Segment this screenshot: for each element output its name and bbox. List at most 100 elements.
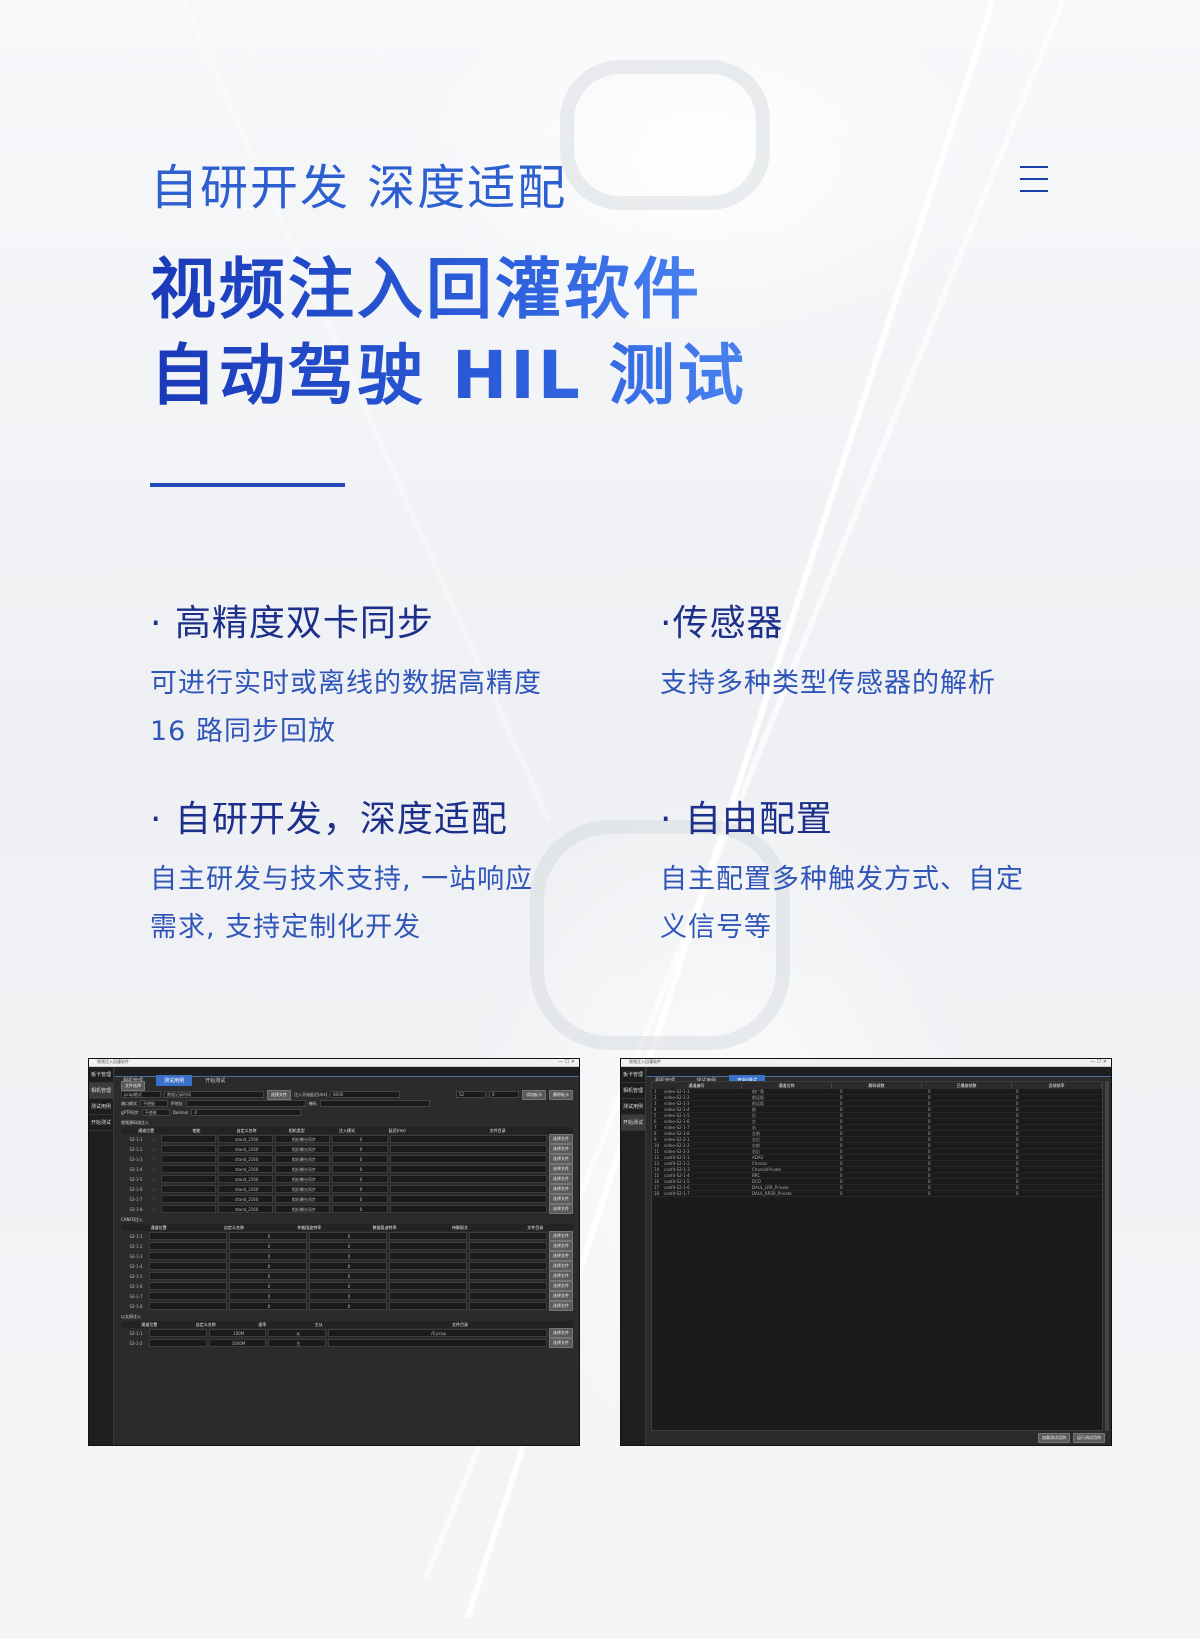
delay-input[interactable]: 0 bbox=[332, 1195, 388, 1203]
file-select-button[interactable]: 文件选择 bbox=[121, 1080, 145, 1091]
ip-input[interactable] bbox=[185, 1100, 306, 1107]
port-mode-select[interactable]: 不使能 bbox=[140, 1100, 168, 1107]
select-file-button[interactable]: 选择文件 bbox=[549, 1338, 574, 1348]
rate-select[interactable]: 1000M bbox=[208, 1339, 267, 1347]
pending-message-field[interactable] bbox=[389, 1262, 467, 1270]
data-baud-input[interactable]: 0 bbox=[309, 1272, 387, 1280]
pending-message-field[interactable] bbox=[389, 1292, 467, 1300]
data-baud-input[interactable]: 0 bbox=[309, 1302, 387, 1310]
file-path-field[interactable] bbox=[389, 1155, 547, 1163]
select-file-button[interactable]: 选择文件 bbox=[549, 1291, 573, 1301]
custom-name-input[interactable] bbox=[149, 1302, 227, 1310]
select-file-button[interactable]: 选择文件 bbox=[548, 1164, 573, 1174]
file-path-field[interactable] bbox=[389, 1175, 547, 1183]
select-file-button[interactable]: 选择文件 bbox=[548, 1154, 573, 1164]
file-path-field[interactable] bbox=[389, 1135, 547, 1143]
camera-type-select[interactable]: stand_2160 bbox=[218, 1155, 274, 1163]
window-controls[interactable]: — ☐ ✕ bbox=[1090, 1059, 1107, 1065]
data-baud-input[interactable]: 0 bbox=[309, 1282, 387, 1290]
custom-name-input[interactable] bbox=[149, 1292, 227, 1300]
custom-name-input[interactable] bbox=[149, 1329, 207, 1337]
select-file-button[interactable]: 选择文件 bbox=[548, 1184, 573, 1194]
file-path-field[interactable] bbox=[389, 1165, 547, 1173]
pending-message-field[interactable] bbox=[389, 1282, 467, 1290]
delay-input[interactable]: 0 bbox=[332, 1165, 388, 1173]
file-path-field[interactable] bbox=[469, 1262, 547, 1270]
file-path-field[interactable] bbox=[389, 1195, 547, 1203]
pending-message-field[interactable] bbox=[389, 1302, 467, 1310]
arbitration-baud-input[interactable]: 0 bbox=[229, 1252, 307, 1260]
camera-type-select[interactable]: stand_2160 bbox=[218, 1165, 274, 1173]
sidebar-item-testcase[interactable]: 测试用例 bbox=[89, 1099, 113, 1115]
file-path-field[interactable] bbox=[469, 1292, 547, 1300]
arbitration-baud-input[interactable]: 0 bbox=[229, 1302, 307, 1310]
custom-name-input[interactable] bbox=[161, 1175, 217, 1183]
sidebar-item-testcase[interactable]: 测试用例 bbox=[621, 1099, 645, 1115]
custom-name-input[interactable] bbox=[149, 1242, 227, 1250]
custom-name-input[interactable] bbox=[161, 1145, 217, 1153]
window-controls[interactable]: — ☐ ✕ bbox=[558, 1059, 575, 1065]
inject-mode-select[interactable]: 相机曝光同步 bbox=[275, 1185, 331, 1193]
select-file-button[interactable]: 选择文件 bbox=[548, 1134, 573, 1144]
load-testcase-button[interactable]: 加载测试用例 bbox=[1038, 1433, 1070, 1443]
custom-name-input[interactable] bbox=[149, 1262, 227, 1270]
sidebar-item-board[interactable]: 板卡管理 bbox=[621, 1067, 645, 1083]
pending-message-field[interactable] bbox=[389, 1232, 467, 1240]
sidebar-item-camera[interactable]: 相机管理 bbox=[89, 1083, 113, 1099]
menu-icon[interactable] bbox=[1020, 166, 1048, 192]
role-select[interactable]: 主 bbox=[268, 1339, 327, 1347]
arbitration-baud-input[interactable]: 0 bbox=[229, 1232, 307, 1240]
camera-type-select[interactable]: stand_2160 bbox=[218, 1145, 274, 1153]
custom-name-input[interactable] bbox=[161, 1155, 217, 1163]
data-baud-input[interactable]: 0 bbox=[309, 1292, 387, 1300]
gptp-select[interactable]: 不使能 bbox=[141, 1109, 170, 1116]
select-file-button[interactable]: 选择文件 bbox=[549, 1261, 573, 1271]
file-path-field[interactable] bbox=[328, 1339, 548, 1347]
role-select[interactable]: 从 bbox=[268, 1329, 327, 1337]
arbitration-baud-input[interactable]: 0 bbox=[229, 1242, 307, 1250]
inject-mode-select[interactable]: 相机曝光同步 bbox=[275, 1205, 331, 1213]
camera-type-select[interactable]: stand_2160 bbox=[218, 1135, 274, 1143]
enable-checkbox[interactable]: ✓ bbox=[152, 1196, 156, 1202]
file-path-field[interactable] bbox=[469, 1302, 547, 1310]
camera-type-select[interactable]: stand_2160 bbox=[218, 1205, 274, 1213]
inject-mode-select[interactable]: 相机曝光同步 bbox=[275, 1165, 331, 1173]
pending-message-field[interactable] bbox=[389, 1272, 467, 1280]
sidebar-item-start[interactable]: 开始测试 bbox=[621, 1115, 645, 1131]
camera-type-select[interactable]: stand_2160 bbox=[218, 1185, 274, 1193]
file-path-field[interactable] bbox=[389, 1205, 547, 1213]
inject-mode-select[interactable]: 相机曝光同步 bbox=[275, 1155, 331, 1163]
delay-input[interactable]: 0 bbox=[332, 1135, 388, 1143]
file-path-field[interactable] bbox=[469, 1232, 547, 1240]
pending-message-field[interactable] bbox=[389, 1252, 467, 1260]
delay-input[interactable]: 0 bbox=[332, 1145, 388, 1153]
mask-input[interactable] bbox=[319, 1100, 430, 1107]
domain-input[interactable]: 0 bbox=[191, 1109, 302, 1116]
card-index-select[interactable]: 0 bbox=[489, 1091, 519, 1098]
select-file-button[interactable]: 选择文件 bbox=[548, 1204, 573, 1214]
camera-type-select[interactable]: stand_2160 bbox=[218, 1195, 274, 1203]
enable-checkbox[interactable]: ✓ bbox=[152, 1186, 156, 1192]
camera-type-select[interactable]: stand_2160 bbox=[218, 1175, 274, 1183]
arbitration-baud-input[interactable]: 0 bbox=[229, 1282, 307, 1290]
rate-select[interactable]: 100M bbox=[208, 1329, 267, 1337]
custom-name-input[interactable] bbox=[161, 1165, 217, 1173]
inject-mode-select[interactable]: 相机曝光同步 bbox=[275, 1175, 331, 1183]
delay-input[interactable]: 0 bbox=[332, 1155, 388, 1163]
arbitration-baud-input[interactable]: 0 bbox=[229, 1272, 307, 1280]
inject-delay-input[interactable]: 8000 bbox=[330, 1091, 401, 1098]
file-path-field[interactable] bbox=[469, 1272, 547, 1280]
delete-card-button[interactable]: 删除板卡 bbox=[549, 1089, 573, 1100]
pcap-format-select[interactable]: pcap格式 bbox=[121, 1091, 161, 1098]
